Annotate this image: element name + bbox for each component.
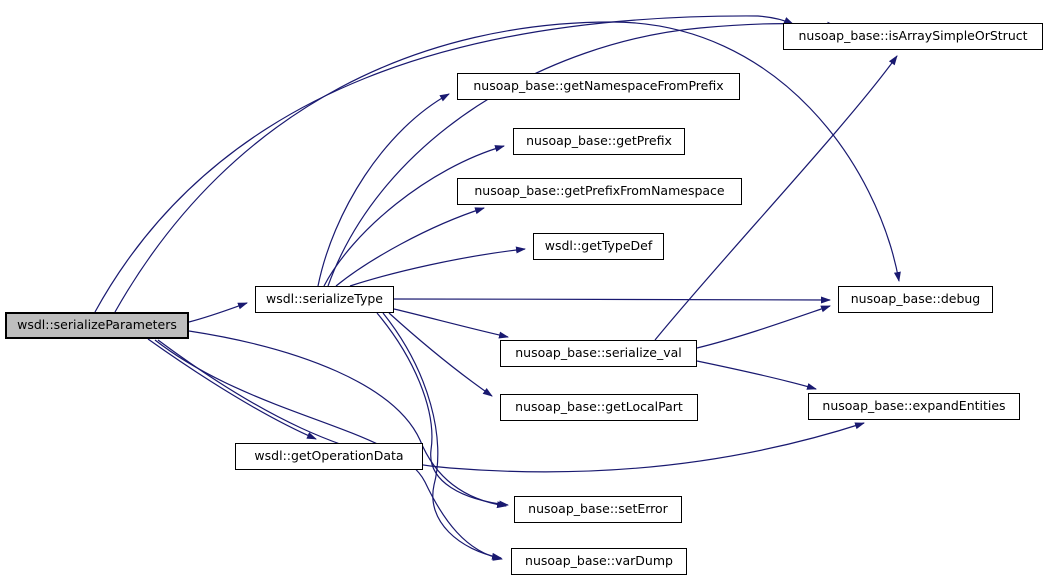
graph-node-label: nusoap_base::getLocalPart (515, 399, 683, 415)
edge-serialize_val-to-debug (696, 305, 831, 349)
graph-node-label: nusoap_base::expandEntities (822, 398, 1006, 414)
graph-node-isArraySimpleOrStruct[interactable]: nusoap_base::isArraySimpleOrStruct (783, 23, 1043, 50)
graph-node-label: nusoap_base::varDump (525, 553, 673, 569)
graph-node-getNamespaceFromPrefix[interactable]: nusoap_base::getNamespaceFromPrefix (457, 73, 740, 100)
graph-node-label: wsdl::getOperationData (254, 448, 404, 464)
graph-node-getLocalPart[interactable]: nusoap_base::getLocalPart (500, 394, 698, 421)
graph-node-serialize_val[interactable]: nusoap_base::serialize_val (500, 340, 697, 367)
graph-node-serializeParameters[interactable]: wsdl::serializeParameters (5, 312, 189, 339)
graph-node-getTypeDef[interactable]: wsdl::getTypeDef (533, 233, 664, 260)
graph-node-label: nusoap_base::getPrefixFromNamespace (474, 183, 725, 199)
edge-serializeParameters-to-setError (188, 330, 507, 509)
edge-serializeType-to-getLocalPart (388, 312, 493, 397)
edge-serializeParameters-to-serializeType (188, 302, 248, 323)
edge-serializeType-to-getTypeDef (349, 246, 526, 287)
graph-node-varDump[interactable]: nusoap_base::varDump (511, 548, 687, 575)
edge-serializeParameters-to-isArraySimpleOrStruct (94, 15, 794, 313)
edge-serializeType-to-isArraySimpleOrStruct (327, 21, 837, 287)
edge-serializeParameters-to-debug (114, 21, 901, 313)
graph-node-label: wsdl::getTypeDef (544, 238, 653, 254)
graph-node-getPrefixFromNamespace[interactable]: nusoap_base::getPrefixFromNamespace (457, 178, 742, 205)
graph-node-setError[interactable]: nusoap_base::setError (514, 496, 682, 523)
graph-node-label: nusoap_base::setError (528, 501, 668, 517)
edge-serialize_val-to-expandEntities (696, 360, 817, 390)
edge-serializeType-to-varDump (382, 312, 502, 560)
graph-node-getOperationData[interactable]: wsdl::getOperationData (235, 443, 423, 470)
edge-serializeType-to-getPrefixFromNamespace (335, 207, 485, 287)
edge-serializeType-to-setError (376, 312, 509, 508)
graph-node-serializeType[interactable]: wsdl::serializeType (255, 286, 394, 313)
graph-node-label: nusoap_base::serialize_val (515, 345, 682, 361)
graph-node-label: wsdl::serializeParameters (17, 317, 177, 333)
graph-node-label: wsdl::serializeType (266, 291, 383, 307)
graph-node-debug[interactable]: nusoap_base::debug (838, 286, 993, 313)
edge-serializeType-to-getNamespaceFromPrefix (317, 93, 450, 287)
edge-serializeParameters-to-expandEntities (157, 339, 865, 473)
graph-node-getPrefix[interactable]: nusoap_base::getPrefix (513, 128, 685, 155)
edge-serialize_val-to-isArraySimpleOrStruct (654, 55, 898, 341)
edge-serializeType-to-debug (393, 296, 831, 304)
graph-node-label: nusoap_base::getPrefix (526, 133, 672, 149)
edge-serializeType-to-serialize_val (393, 308, 509, 339)
edge-serializeParameters-to-getOperationData (147, 338, 317, 440)
graph-node-label: nusoap_base::debug (850, 291, 981, 307)
graph-node-label: nusoap_base::getNamespaceFromPrefix (473, 78, 724, 94)
graph-node-label: nusoap_base::isArraySimpleOrStruct (798, 28, 1028, 44)
graph-node-expandEntities[interactable]: nusoap_base::expandEntities (808, 393, 1020, 420)
